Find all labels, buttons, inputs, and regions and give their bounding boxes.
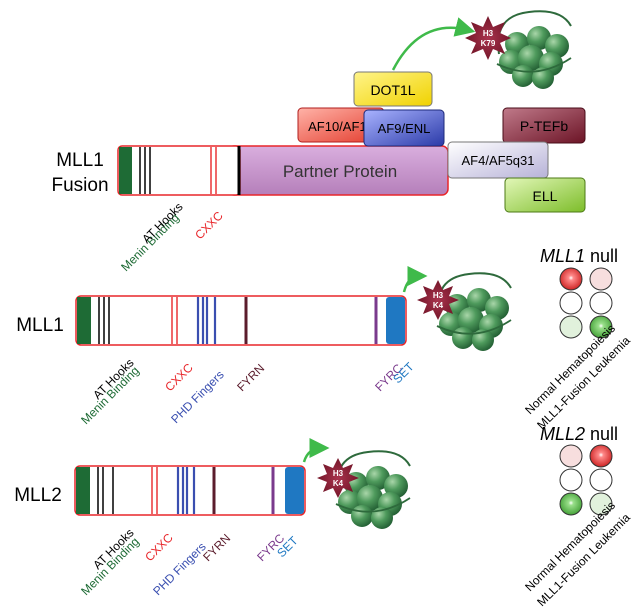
complex-af9 (363, 109, 445, 147)
mll2-label: MLL2 (14, 485, 62, 506)
complex-ell-label: ELL (533, 188, 558, 204)
mll2-nucleosome (335, 450, 411, 529)
mll1-nucleosome (436, 272, 512, 351)
mll1-null-col1-circle-red (559, 267, 583, 291)
mll1-h3k4-mark: H3 K4 (417, 280, 459, 320)
mll2-null-col2-circle-lightgreen (589, 492, 613, 516)
mll1-null-col1-circle-lightgreen (559, 315, 583, 339)
mll2-null-col1-circle-white (559, 468, 583, 492)
mll1-bar (75, 295, 407, 346)
mll1-menin-domain (77, 297, 91, 344)
mll1-null-title: MLL1 null (540, 246, 618, 266)
complex-dot1l-label: DOT1L (370, 82, 415, 98)
mll2-set-domain (285, 467, 304, 514)
fusion-methylation-arrow (391, 17, 476, 71)
mll1-null-col2-circle-green (589, 315, 613, 339)
fusion-cxxc-label: CXXC (192, 208, 226, 242)
mll1-at-hooks (98, 297, 110, 344)
complex-dot1l (353, 71, 433, 107)
mll1-set-domain (386, 297, 405, 344)
h3k79-line1: H3 (483, 29, 494, 38)
mll2-null-col2-circle-white (589, 468, 613, 492)
fusion-menin-domain (119, 147, 132, 194)
mll1-null-col2-circle-pink (589, 267, 613, 291)
mll1-label: MLL1 (16, 315, 64, 336)
fusion-nucleosome (496, 10, 572, 89)
mll1-cxxc-domain (171, 297, 178, 344)
h3k79-line2: K79 (481, 39, 496, 48)
mll2-null-col1 (559, 444, 583, 516)
mll1-h3k4-line1: H3 (433, 291, 444, 300)
complex-af4-label: AF4/AF5q31 (462, 153, 535, 168)
mll1-phd-fingers (196, 297, 217, 344)
mll1-fyrn-label: FYRN (234, 361, 267, 394)
mll2-cxxc-domain (151, 467, 158, 514)
mll2-at-hooks (97, 467, 114, 514)
mll2-phd-fingers (176, 467, 196, 514)
mll1-fusion-section: MLL1 Fusion Partner Protein Menin Bindin… (51, 10, 586, 274)
fusion-label-line2: Fusion (51, 175, 108, 196)
complex-af4 (447, 141, 549, 179)
mll1-null-col2-circle-white (589, 291, 613, 315)
fusion-mll-bar (117, 145, 241, 196)
mll1-null-panel: MLL1 null Normal Hematopoiesis MLL1-Fusi… (522, 246, 633, 432)
h3k79-mark: H3 K79 (465, 16, 511, 60)
mll2-null-panel: MLL2 null Normal Hematopoiesis MLL1-Fusi… (522, 424, 633, 609)
mll2-methylation-arrow (302, 438, 330, 463)
mll1-methylation-arrow (402, 266, 428, 293)
mll1-null-col2 (589, 267, 613, 339)
mll1-null-col1-circle-white (559, 291, 583, 315)
fusion-at-hooks (139, 147, 151, 194)
mll2-null-col1-circle-green (559, 492, 583, 516)
mll1-cxxc-label: CXXC (162, 360, 196, 394)
mll2-null-col1-circle-pink (559, 444, 583, 468)
mll2-h3k4-mark: H3 K4 (317, 458, 359, 498)
complex-af10-label: AF10/AF17 (308, 119, 374, 134)
mll2-menin-domain (76, 467, 90, 514)
mll2-cxxc-label: CXXC (142, 530, 176, 564)
partner-protein-label: Partner Protein (283, 162, 397, 181)
mll1-section: MLL1 Menin Binding AT Hooks CXXC PHD Fin… (16, 266, 512, 427)
mll2-null-col2-circle-red (589, 444, 613, 468)
complex-ell (504, 177, 586, 213)
mll2-null-title: MLL2 null (540, 424, 618, 444)
mll2-h3k4-line2: K4 (333, 479, 344, 488)
mll2-bar (74, 465, 306, 516)
fusion-label-line1: MLL1 (56, 150, 104, 171)
complex-ptefb-label: P-TEFb (520, 118, 568, 134)
mll2-null-col2 (589, 444, 613, 516)
mll2-h3k4-line1: H3 (333, 469, 344, 478)
mll1-null-col1 (559, 267, 583, 339)
complex-af9-label: AF9/ENL (378, 121, 431, 136)
mll1-h3k4-line2: K4 (433, 301, 444, 310)
fusion-cxxc-domain (210, 147, 217, 194)
mll2-section: MLL2 Menin Binding AT Hooks CXXC PHD Fin… (14, 438, 411, 598)
